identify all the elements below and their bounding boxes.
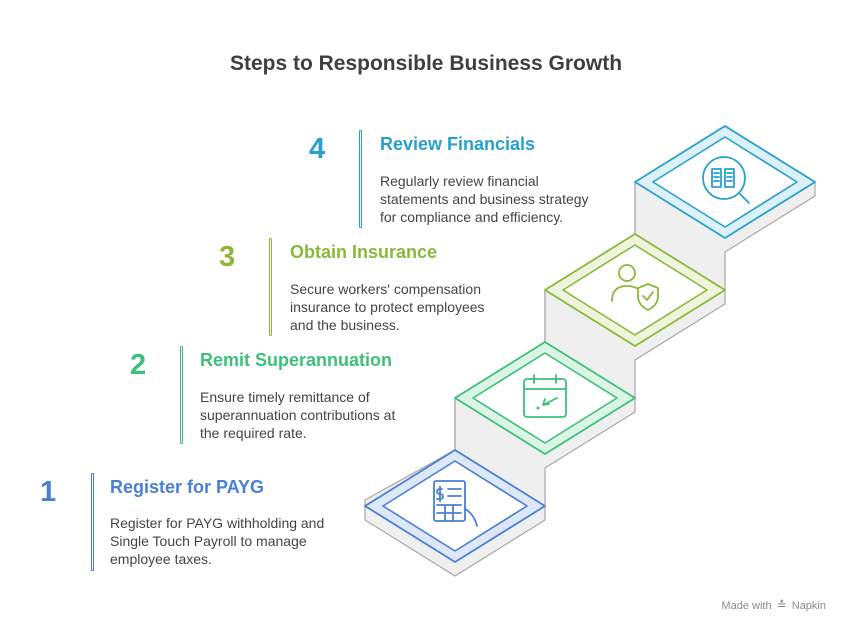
document-search-icon <box>702 156 750 204</box>
footer-brand: Napkin <box>791 600 826 612</box>
step-2-title: Remit Superannuation <box>200 350 393 370</box>
user-shield-icon <box>611 264 659 311</box>
napkin-logo-icon: ≛ <box>776 598 787 612</box>
step-3-title: Obtain Insurance <box>290 242 438 262</box>
step-1-tile <box>364 449 546 563</box>
step-1-description: Register for PAYG withholding and Single… <box>110 514 350 568</box>
step-1-desc-line: Register for PAYG withholding and <box>110 515 325 531</box>
step-4-description: Regularly review financial statements an… <box>380 172 620 226</box>
payroll-calculator-icon <box>433 480 478 527</box>
step-2-description: Ensure timely remittance of superannuati… <box>200 388 440 442</box>
step-2-desc-line: superannuation contributions at <box>200 407 396 423</box>
step-3-tile <box>544 233 726 347</box>
step-4-title: Review Financials <box>380 134 536 154</box>
step-2-desc-line: the required rate. <box>200 425 307 441</box>
footer-credit: Made with ≛ Napkin <box>721 598 826 612</box>
step-2-desc-line: Ensure timely remittance of <box>200 389 370 405</box>
step-4-desc-line: for compliance and efficiency. <box>380 209 564 225</box>
page-title: Steps to Responsible Business Growth <box>229 52 623 75</box>
step-3-description: Secure workers' compensation insurance t… <box>290 280 530 334</box>
step-3-desc-line: insurance to protect employees <box>290 299 485 315</box>
step-1-desc-line: employee taxes. <box>110 551 212 567</box>
step-3-bar <box>269 238 272 336</box>
step-1-number: 1 <box>40 476 57 508</box>
step-1-desc-line: Single Touch Payroll to manage <box>110 533 307 549</box>
step-3-number: 3 <box>219 241 236 273</box>
step-2-tile <box>454 341 636 455</box>
footer-prefix: Made with <box>721 600 772 612</box>
step-4-bar <box>359 130 362 228</box>
step-2-bar <box>180 346 183 444</box>
step-1-bar <box>91 473 94 571</box>
step-4-desc-line: Regularly review financial <box>380 173 539 189</box>
step-3-desc-line: Secure workers' compensation <box>290 281 481 297</box>
step-4-desc-line: statements and business strategy <box>380 191 589 207</box>
step-3-desc-line: and the business. <box>290 317 400 333</box>
calendar-arrow-icon <box>523 374 567 418</box>
step-2-number: 2 <box>130 349 147 381</box>
step-1-title: Register for PAYG <box>110 477 265 497</box>
step-4-number: 4 <box>309 133 326 165</box>
